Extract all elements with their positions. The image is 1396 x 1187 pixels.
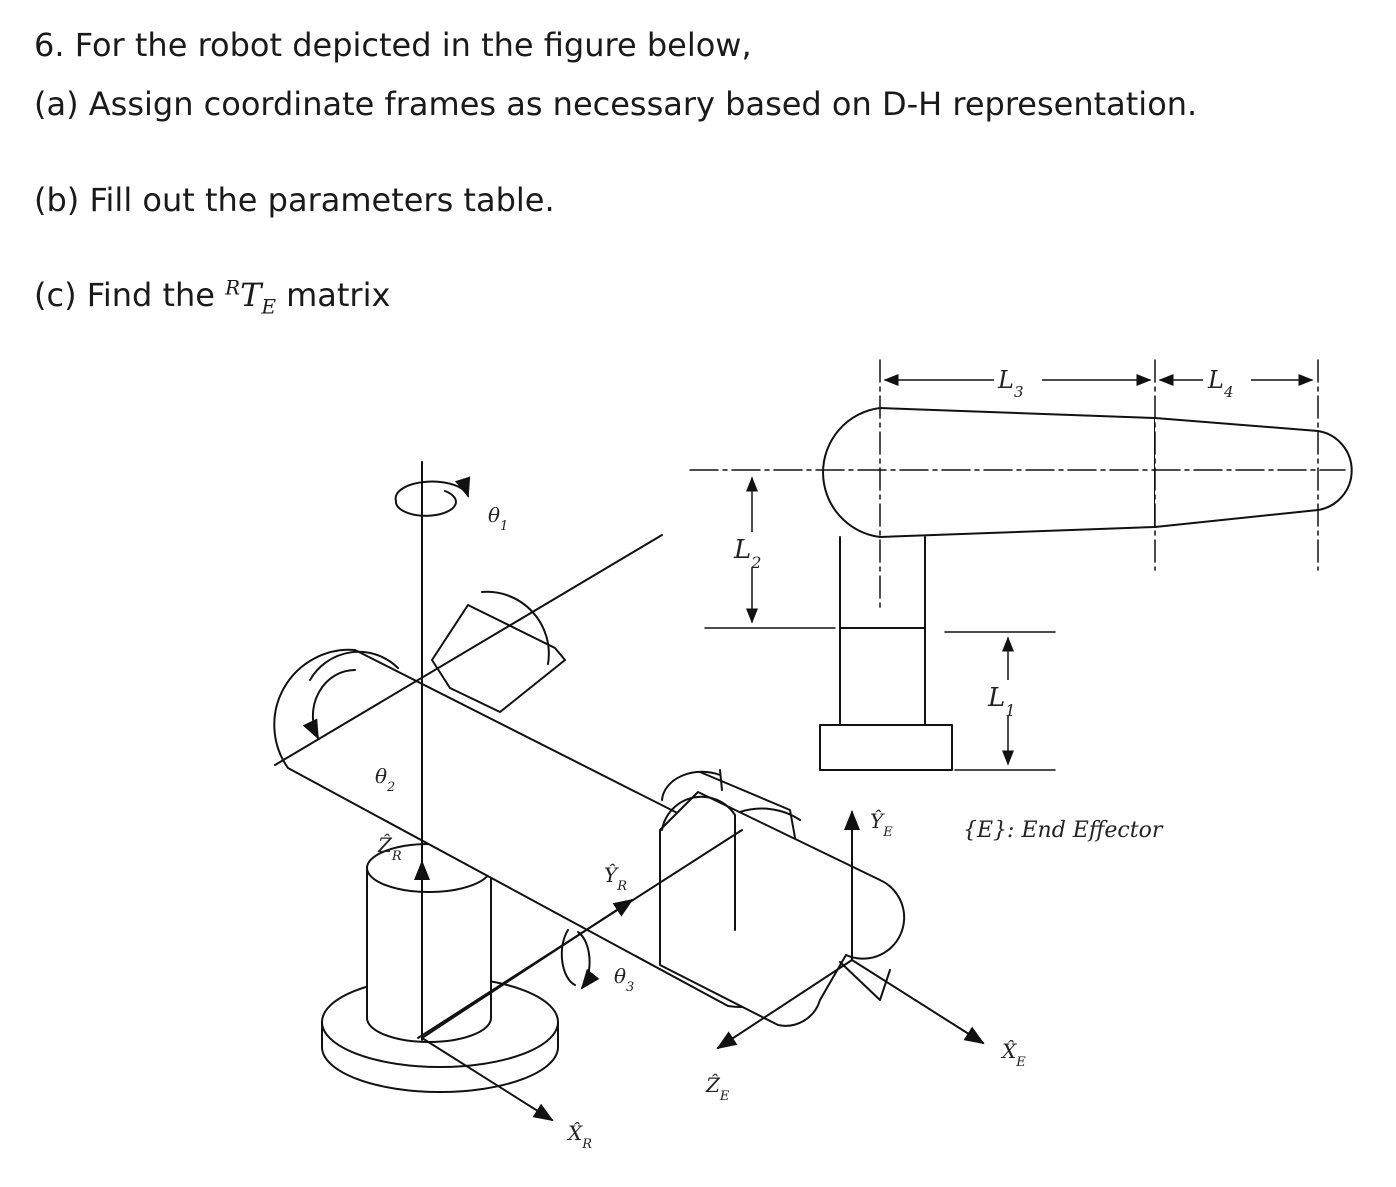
question-title: 6. For the robot depicted in the figure … — [34, 26, 752, 64]
rte-subscript: E — [261, 295, 276, 319]
y-r-axis — [421, 898, 634, 1039]
x-e-axis — [851, 959, 985, 1045]
part-c-prefix: (c) Find the — [34, 276, 215, 314]
theta2-rotation-arrow — [302, 668, 356, 740]
side-base-block — [819, 724, 953, 771]
rte-matrix-symbol: RTE — [225, 276, 276, 318]
question-part-c: (c) Find the RTE matrix — [34, 276, 390, 318]
theta3-rotation-back-arc — [560, 929, 576, 986]
part-c-suffix: matrix — [286, 276, 391, 314]
robot-isometric — [273, 461, 985, 1122]
x-r-label: X̂R — [566, 1121, 592, 1152]
rte-base: T — [240, 276, 262, 314]
z-r-label: ẐR — [377, 833, 402, 864]
y-e-label: ŶE — [870, 809, 893, 840]
x-e-label: X̂E — [1000, 1039, 1026, 1070]
robot-base-column — [366, 843, 492, 1043]
z-e-label: ẐE — [705, 1073, 730, 1104]
theta3-label: θ3 — [614, 964, 634, 995]
theta2-label: θ2 — [375, 764, 395, 795]
end-effector-label: {E}: End Effector — [963, 818, 1164, 843]
question-part-a: (a) Assign coordinate frames as necessar… — [34, 85, 1198, 123]
robot-forearm — [659, 769, 906, 1027]
side-link-l4 — [1154, 417, 1353, 528]
theta1-rotation-arrow — [394, 476, 471, 517]
x-r-axis — [421, 1037, 554, 1122]
z-e-axis — [716, 959, 853, 1050]
y-r-label: ŶR — [604, 863, 627, 894]
rte-superscript: R — [225, 276, 241, 300]
theta1-label: θ1 — [488, 503, 508, 534]
l1-label: L1 — [987, 683, 1015, 720]
theta3-rotation-arrow — [577, 931, 600, 990]
side-link-l3 — [822, 407, 1156, 538]
robot-side-view — [689, 359, 1353, 771]
question-part-b: (b) Fill out the parameters table. — [34, 181, 555, 219]
shoulder-axis-line — [274, 534, 663, 766]
l3-label: L3 — [997, 366, 1023, 401]
l4-label: L4 — [1207, 366, 1233, 401]
side-vertical-column — [839, 536, 926, 726]
l2-label: L2 — [733, 535, 761, 572]
